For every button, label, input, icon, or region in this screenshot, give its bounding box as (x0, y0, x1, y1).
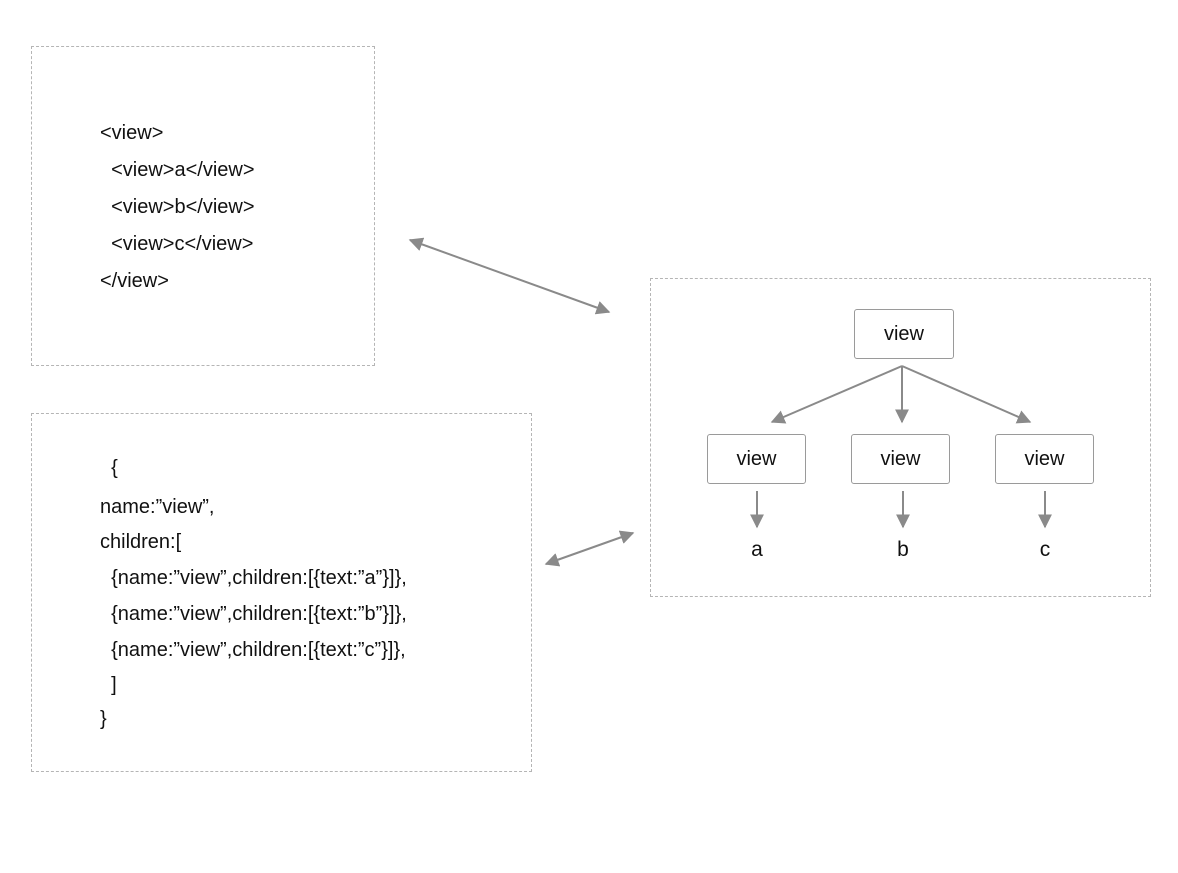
tree-leaf-text: b (897, 538, 909, 561)
tree-child-node: view (995, 434, 1094, 484)
tree-child-node: view (851, 434, 950, 484)
json-tree-double-arrow (544, 530, 635, 567)
markup-line: <view>b</view> (100, 196, 255, 218)
tree-root-node: view (854, 309, 954, 359)
json-line: {name:”view”,children:[{text:”c”}]}, (100, 639, 406, 661)
json-line: {name:”view”,children:[{text:”a”}]}, (100, 567, 407, 589)
json-panel: { name:”view”, children:[ {name:”view”,c… (31, 413, 532, 772)
tree-child-node: view (707, 434, 806, 484)
markup-line: <view>c</view> (100, 233, 254, 255)
markup-panel: <view> <view>a</view> <view>b</view> <vi… (31, 46, 375, 366)
json-line: children:[ (100, 531, 182, 553)
tree-leaf-text: a (751, 538, 763, 561)
json-line: } (100, 708, 107, 730)
json-line: { (100, 457, 118, 479)
tree-panel: view view view view a b c (650, 278, 1151, 597)
json-line: ] (100, 674, 117, 696)
markup-line: </view> (100, 270, 169, 292)
tree-leaf-text: c (1039, 538, 1051, 561)
markup-line: <view> (100, 122, 164, 144)
markup-tree-double-arrow (408, 237, 611, 315)
json-line: {name:”view”,children:[{text:”b”}]}, (100, 603, 407, 625)
markup-line: <view>a</view> (100, 159, 255, 181)
json-line: name:”view”, (100, 496, 215, 518)
